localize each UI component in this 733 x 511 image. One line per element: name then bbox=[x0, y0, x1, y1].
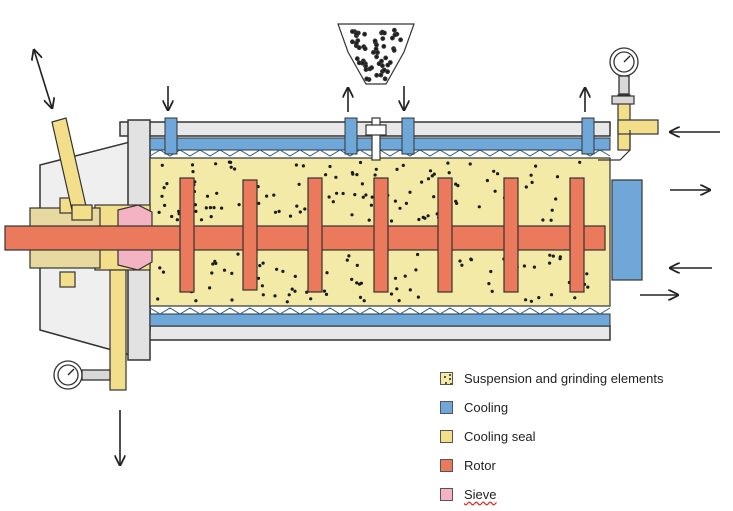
legend-label: Cooling bbox=[464, 399, 509, 415]
legend-item-suspension: Suspension and grinding elements bbox=[440, 368, 663, 388]
cooling-seal-line bbox=[598, 94, 659, 161]
legend-item-sieve: Sieve bbox=[440, 484, 497, 504]
legend-label: Suspension and grinding elements bbox=[464, 370, 664, 386]
legend-swatch-sieve bbox=[440, 487, 453, 501]
feed-hopper-icon bbox=[337, 23, 415, 161]
legend-swatch-suspension bbox=[440, 371, 453, 385]
legend-item-cooling-seal: Cooling seal bbox=[440, 426, 536, 446]
legend-label: Sieve bbox=[464, 486, 497, 502]
legend-swatch-cooling-seal bbox=[440, 429, 453, 443]
legend-item-cooling: Cooling bbox=[440, 397, 508, 417]
legend-swatch-cooling bbox=[440, 400, 453, 414]
legend-label: Cooling seal bbox=[464, 428, 536, 444]
arrow-icon bbox=[34, 50, 720, 465]
pressure-gauge-icon bbox=[609, 47, 639, 95]
drive-lever-icon bbox=[51, 117, 93, 221]
cooling-jacket bbox=[149, 117, 643, 327]
legend-item-rotor: Rotor bbox=[440, 455, 496, 475]
legend-label: Rotor bbox=[464, 457, 496, 473]
rotor bbox=[4, 177, 606, 293]
pressure-gauge-icon bbox=[53, 360, 111, 390]
legend-swatch-rotor bbox=[440, 458, 453, 472]
